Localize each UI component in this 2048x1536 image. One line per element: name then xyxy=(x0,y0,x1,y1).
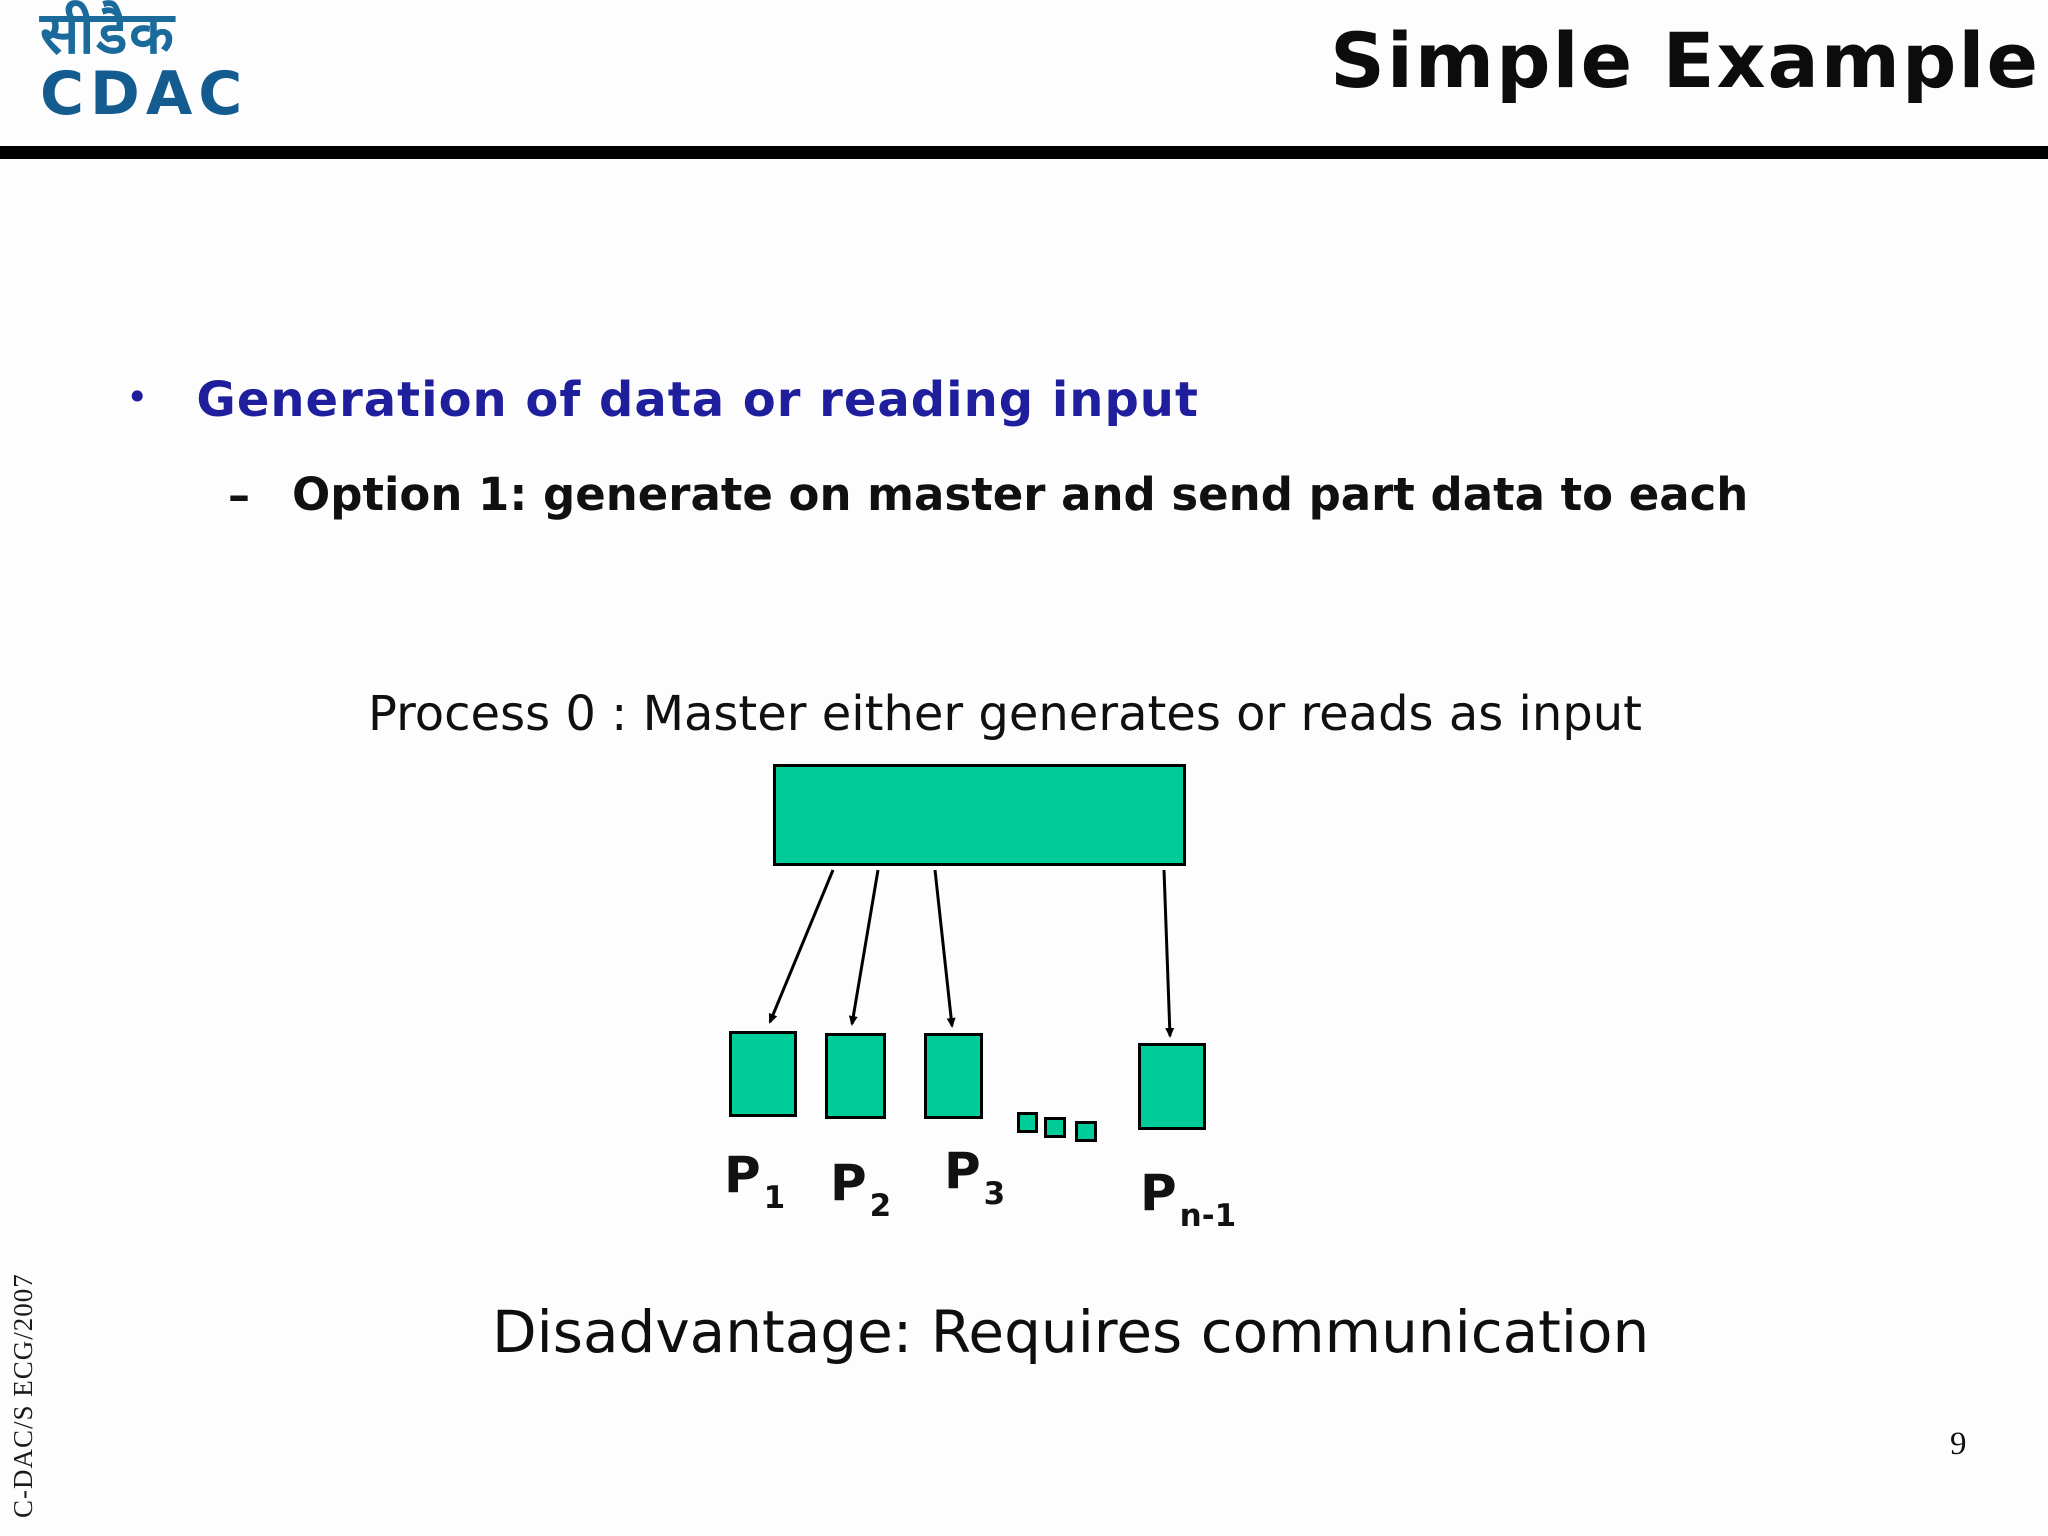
ellipsis-square-2 xyxy=(1044,1117,1066,1138)
sub-bullet-item: – Option 1: generate on master and send … xyxy=(228,468,1748,521)
arrow-to-p3 xyxy=(933,869,956,1028)
process-label-p1-base: P xyxy=(724,1146,761,1204)
process-label-p3: P3 xyxy=(944,1142,1005,1212)
process-label-p3-sub: 3 xyxy=(983,1176,1006,1212)
process-label-p2-base: P xyxy=(830,1154,867,1212)
process-label-p2-sub: 2 xyxy=(869,1188,892,1224)
bullet-text: Generation of data or reading input xyxy=(196,372,1199,428)
process-box-p3 xyxy=(924,1033,983,1119)
header-divider-bar xyxy=(0,146,2048,159)
process-box-p1 xyxy=(729,1031,797,1117)
sub-bullet-text: Option 1: generate on master and send pa… xyxy=(292,468,1749,521)
bullet-item: • Generation of data or reading input xyxy=(126,372,1199,428)
disadvantage-note: Disadvantage: Requires communication xyxy=(492,1298,1650,1366)
cdac-logo-latin-text: CDAC xyxy=(40,59,249,129)
process-label-p1: P1 xyxy=(724,1146,785,1216)
arrow-to-p1 xyxy=(768,869,835,1024)
ellipsis-square-1 xyxy=(1017,1112,1038,1133)
cdac-logo: सीडैक CDAC xyxy=(40,4,248,124)
process-box-pn1 xyxy=(1138,1043,1206,1130)
master-data-box xyxy=(773,764,1186,866)
sub-bullet-marker: – xyxy=(228,470,250,521)
cdac-logo-devanagari-text: सीडैक xyxy=(40,0,176,67)
arrow-to-pn1 xyxy=(1162,869,1175,1038)
process-label-p1-sub: 1 xyxy=(763,1180,786,1216)
ellipsis-square-3 xyxy=(1075,1121,1097,1142)
process-label-p2: P2 xyxy=(830,1154,891,1224)
footer-vertical-text: C-DAC/S ECG/2007 xyxy=(8,1273,38,1518)
process-label-pn1: Pn-1 xyxy=(1140,1164,1236,1234)
bullet-marker: • xyxy=(126,375,149,419)
process-label-pn1-base: P xyxy=(1140,1164,1177,1222)
page-number: 9 xyxy=(1950,1426,1967,1462)
diagram-caption: Process 0 : Master either generates or r… xyxy=(368,686,1642,742)
process-label-pn1-sub: n-1 xyxy=(1179,1198,1237,1234)
slide-title: Simple Example xyxy=(1330,16,2040,105)
arrow-to-p2 xyxy=(848,869,880,1026)
process-box-p2 xyxy=(825,1033,886,1119)
process-label-p3-base: P xyxy=(944,1142,981,1200)
